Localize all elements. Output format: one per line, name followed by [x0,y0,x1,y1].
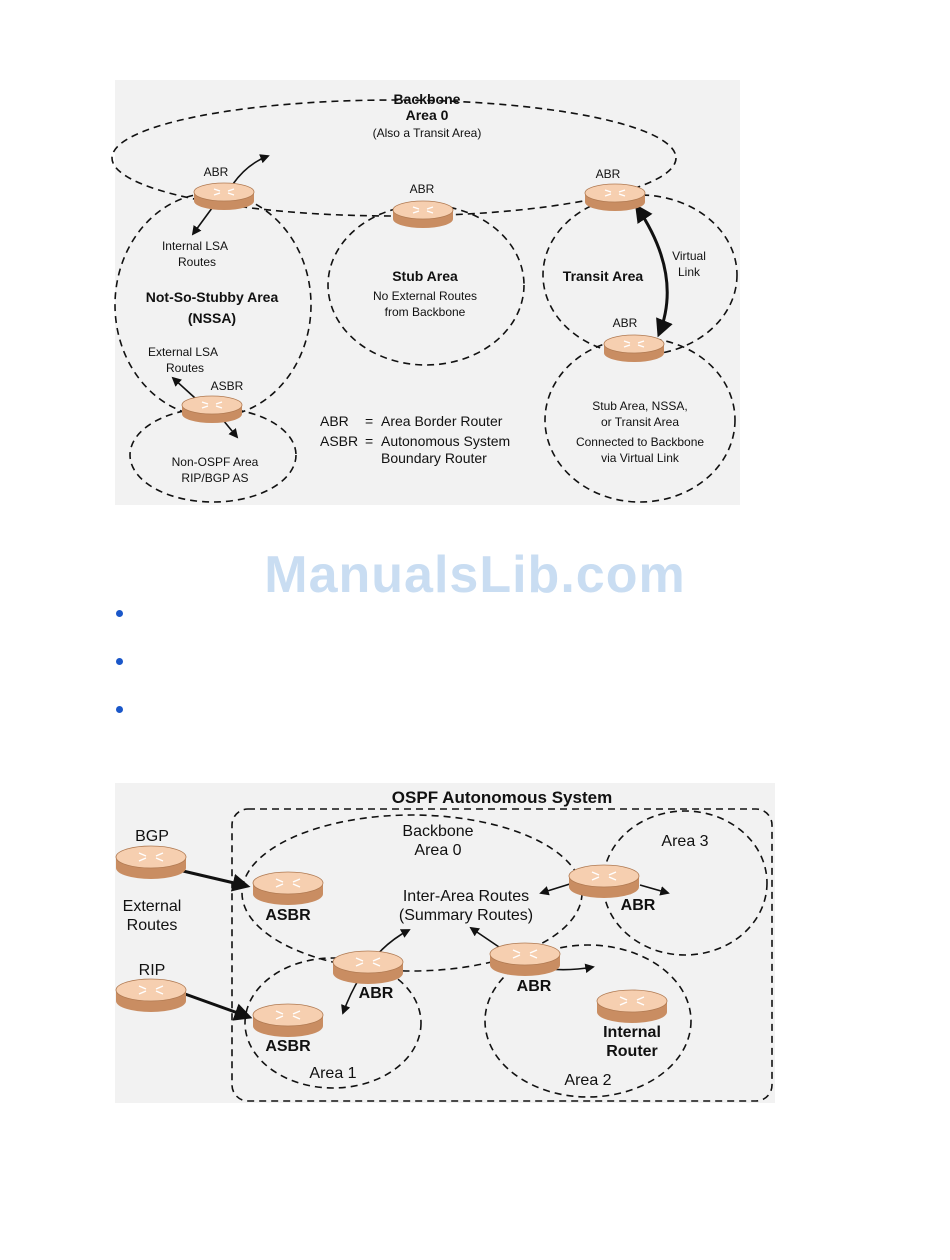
legend-abr-def: Area Border Router [381,413,503,429]
watermark: ManualsLib.com [264,546,686,604]
asbr-top-label: ASBR [265,907,311,924]
area2-boundary [484,944,692,1098]
backbone-area0: Area 0 [406,107,449,123]
abr-area1-router-icon [332,950,404,985]
backbone-subtitle: (Also a Transit Area) [373,126,482,140]
stub-area-line2: from Backbone [385,305,466,319]
non-ospf-line2: RIP/BGP AS [181,471,248,485]
connected-line1: Stub Area, NSSA, [592,399,687,413]
inter-area-routes-line1: Inter-Area Routes [403,888,529,905]
external-lsa-arrow [171,376,196,399]
connected-line4: via Virtual Link [601,451,680,465]
virtual-link-line2: Link [678,265,701,279]
legend-asbr-def-line1: Autonomous System [381,433,510,449]
bgp-router-icon [115,845,187,880]
internal-router-icon [596,989,668,1024]
nssa-abbrev: (NSSA) [188,310,236,326]
autonomous-system-boundary [231,808,773,1102]
to-backbone-arrow [232,154,270,185]
backbone-label-line1: Backbone [402,823,473,840]
bgp-to-asbr-arrow [182,869,251,892]
rip-label: RIP [139,962,166,979]
area3-label: Area 3 [661,833,708,850]
abr-lower-router-icon [603,334,665,363]
abr-left-label: ABR [204,165,229,179]
asbr-bottom-label: ASBR [265,1038,311,1055]
internal-router-line2: Router [606,1043,658,1060]
abr-right-label: ABR [596,167,621,181]
connected-area-boundary [544,337,736,503]
ospf-area-types-diagram: Backbone Area 0 (Also a Transit Area) AB… [111,80,740,505]
diagram-title: OSPF Autonomous System [392,788,612,807]
external-lsa-line2: Routes [166,361,204,375]
area1-label: Area 1 [309,1065,356,1082]
abr-area3-label: ABR [621,897,656,914]
abr-area1-label: ABR [359,985,394,1002]
rip-router-icon [115,978,187,1013]
non-ospf-line1: Non-OSPF Area [172,455,259,469]
stub-area-line1: No External Routes [373,289,477,303]
internal-router-line1: Internal [603,1024,661,1041]
backbone-area-boundary [111,99,677,217]
area1-boundary [244,957,422,1089]
asbr-top-router-icon [252,871,324,906]
stub-area-title: Stub Area [392,268,458,284]
abr-mid-router-icon [392,200,454,229]
legend-abr-key: ABR [320,413,349,429]
connected-line2: or Transit Area [601,415,679,429]
abr-lower-label: ABR [613,316,638,330]
asbr-bottom-router-icon [252,1003,324,1038]
external-routes-line1: External [123,898,182,915]
nssa-title: Not-So-Stubby Area [146,289,279,305]
bullet-point [116,706,123,713]
abr3-to-area3-arrow [639,884,670,896]
abr3-to-backbone-arrow [539,882,574,896]
autonomous-system-svg: OSPF Autonomous System Backbone Area 0 B… [115,788,773,1102]
abr-left-router-icon [193,182,255,211]
backbone-label-line2: Area 0 [414,842,461,859]
bullet-point [116,658,123,665]
rip-to-asbr-arrow [184,992,253,1021]
external-lsa-line1: External LSA [148,345,218,359]
abr-area2-router-icon [489,942,561,977]
abr2-to-backbone-arrow [469,926,500,948]
to-non-ospf-arrow [222,419,239,439]
internal-lsa-line1: Internal LSA [162,239,228,253]
bgp-label: BGP [135,828,169,845]
external-routes-line2: Routes [127,917,178,934]
legend-asbr-key: ASBR [320,433,358,449]
inter-area-routes-line2: (Summary Routes) [399,907,533,924]
non-ospf-area-boundary [129,407,297,503]
asbr-label: ASBR [211,379,244,393]
asbr-router-icon [181,395,243,424]
abr-right-router-icon [584,183,646,212]
legend-asbr-def-line2: Boundary Router [381,450,487,466]
stub-area-boundary [327,204,525,366]
abr-area3-router-icon [568,864,640,899]
transit-area-title: Transit Area [563,268,644,284]
ospf-autonomous-system-diagram: OSPF Autonomous System Backbone Area 0 B… [115,783,775,1103]
virtual-link-arrow [634,204,673,338]
abr-area2-label: ABR [517,978,552,995]
area-types-svg: Backbone Area 0 (Also a Transit Area) AB… [111,91,738,503]
bullet-point [116,610,123,617]
transit-area-boundary [542,194,738,356]
area2-label: Area 2 [564,1072,611,1089]
virtual-link-line1: Virtual [672,249,706,263]
legend-abr-eq: = [365,413,373,429]
legend-asbr-eq: = [365,433,373,449]
connected-line3: Connected to Backbone [576,435,704,449]
backbone-title: Backbone [394,91,461,107]
abr-mid-label: ABR [410,182,435,196]
internal-lsa-line2: Routes [178,255,216,269]
